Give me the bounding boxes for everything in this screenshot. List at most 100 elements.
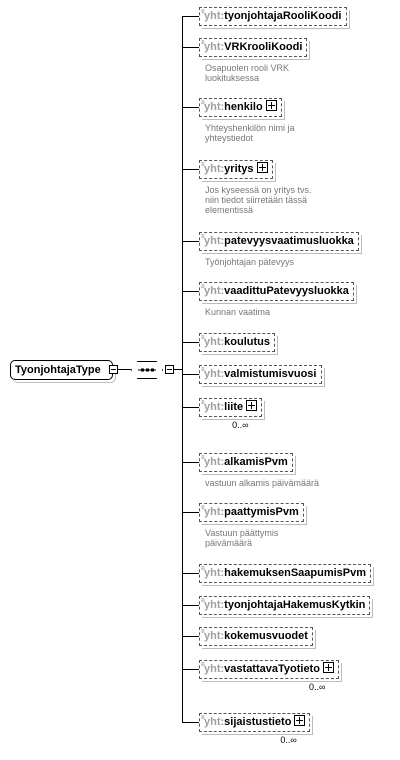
element-name: liite [224,401,244,413]
element-description: Vastuun päättymis päivämäärä [205,528,279,548]
expand-icon[interactable] [265,100,277,111]
element-name: paattymisPvm [224,506,299,518]
element-icon: ≡ [201,455,205,461]
connector-valmistumisvuosi [182,374,199,375]
element-icon: ≡ [201,662,205,668]
element-name: vaadittuPatevyysluokka [224,285,349,297]
namespace-prefix: yht: [204,163,225,175]
element-icon: ≡ [201,40,205,46]
element-hakemuksenSaapumisPvm[interactable]: ≡yht:hakemuksenSaapumisPvm [199,564,375,586]
element-icon: ≡ [201,335,205,341]
element-icon: ≡ [201,100,205,106]
sequence-backbone [182,16,183,722]
element-description: vastuun alkamis päivämäärä [205,478,320,488]
element-name: hakemuksenSaapumisPvm [224,567,367,579]
namespace-prefix: yht: [204,630,225,642]
element-alkamisPvm[interactable]: ≡yht:alkamisPvm [199,453,296,475]
element-description: Jos kyseessä on yritys tvs. niin tiedot … [205,185,312,215]
root-connector [118,369,131,370]
connector-patevyysvaatimusluokka [182,241,199,242]
element-tyonjohtajaHakemusKytkin[interactable]: ≡yht:tyonjohtajaHakemusKytkin [199,596,374,618]
element-icon: ≡ [201,234,205,240]
element-name: alkamisPvm [224,456,288,468]
namespace-prefix: yht: [204,10,225,22]
element-icon: ≡ [201,715,205,721]
element-name: kokemusvuodet [224,630,308,642]
element-valmistumisvuosi[interactable]: ≡yht:valmistumisvuosi [199,365,324,387]
element-icon: ≡ [201,629,205,635]
element-name: VRKrooliKoodi [224,41,303,53]
element-paattymisPvm[interactable]: ≡yht:paattymisPvm [199,503,307,525]
connector-alkamisPvm [182,462,199,463]
connector-kokemusvuodet [182,636,199,637]
element-koulutus[interactable]: ≡yht:koulutus [199,333,279,355]
element-VRKrooliKoodi[interactable]: ≡yht:VRKrooliKoodi [199,38,311,60]
element-name: valmistumisvuosi [224,368,317,380]
element-icon: ≡ [201,505,205,511]
namespace-prefix: yht: [204,599,225,611]
namespace-prefix: yht: [204,401,225,413]
element-description: Työnjohtajan pätevyys [205,257,295,267]
element-description: Yhteyshenkilön nimi ja yhteystiedot [205,123,295,143]
sequence-collapse-toggle[interactable] [165,365,174,374]
element-icon: ≡ [201,162,205,168]
element-icon: ≡ [201,284,205,290]
element-sijaistustieto[interactable]: ≡yht:sijaistustieto [199,713,314,735]
connector-hakemuksenSaapumisPvm [182,573,199,574]
element-description: Kunnan vaatima [205,307,271,317]
connector-henkilo [182,107,199,108]
root-collapse-toggle[interactable] [109,365,118,374]
sequence-icon [138,368,156,372]
element-name: yritys [224,163,254,175]
element-icon: ≡ [201,367,205,373]
namespace-prefix: yht: [204,101,225,113]
element-vastattavaTyotieto[interactable]: ≡yht:vastattavaTyotieto [199,660,342,682]
connector-tyonjohtajaHakemusKytkin [182,605,199,606]
element-icon: ≡ [201,566,205,572]
element-name: koulutus [224,336,271,348]
occurrence-label: 0..∞ [280,735,297,745]
namespace-prefix: yht: [204,567,225,579]
element-yritys[interactable]: ≡yht:yritys [199,160,276,182]
namespace-prefix: yht: [204,456,225,468]
element-name: vastattavaTyotieto [224,663,320,675]
connector-vastattavaTyotieto [182,669,199,670]
sequence-compositor[interactable] [131,361,163,379]
namespace-prefix: yht: [204,336,225,348]
connector-vaadittuPatevyysluokka [182,291,199,292]
element-vaadittuPatevyysluokka[interactable]: ≡yht:vaadittuPatevyysluokka [199,282,357,304]
element-name: henkilo [224,101,263,113]
connector-VRKrooliKoodi [182,47,199,48]
expand-icon[interactable] [256,162,268,173]
occurrence-label: 0..∞ [232,420,249,430]
element-icon: ≡ [201,9,205,15]
element-liite[interactable]: ≡yht:liite [199,398,266,420]
root-type-label: TyonjohtajaType [15,364,101,376]
namespace-prefix: yht: [204,663,225,675]
expand-icon[interactable] [322,662,334,673]
element-patevyysvaatimusluokka[interactable]: ≡yht:patevyysvaatimusluokka [199,232,362,254]
element-tyonjohtajaRooliKoodi[interactable]: ≡yht:tyonjohtajaRooliKoodi [199,7,349,29]
element-henkilo[interactable]: ≡yht:henkilo [199,98,285,120]
element-icon: ≡ [201,400,205,406]
element-name: sijaistustieto [224,716,292,728]
occurrence-label: 0..∞ [308,682,326,692]
connector-koulutus [182,342,199,343]
element-name: tyonjohtajaHakemusKytkin [224,599,366,611]
expand-icon[interactable] [246,400,258,411]
namespace-prefix: yht: [204,368,225,380]
root-type-box[interactable]: TyonjohtajaType [10,360,116,383]
element-name: tyonjohtajaRooliKoodi [224,10,342,22]
connector-sijaistustieto [182,722,199,723]
sequence-connector [174,369,182,370]
namespace-prefix: yht: [204,506,225,518]
element-description: Osapuolen rooli VRK luokituksessa [205,63,290,83]
namespace-prefix: yht: [204,41,225,53]
element-name: patevyysvaatimusluokka [224,235,354,247]
element-kokemusvuodet[interactable]: ≡yht:kokemusvuodet [199,627,316,649]
connector-liite [182,407,199,408]
expand-icon[interactable] [294,715,306,726]
connector-tyonjohtajaRooliKoodi [182,16,199,17]
namespace-prefix: yht: [204,716,225,728]
